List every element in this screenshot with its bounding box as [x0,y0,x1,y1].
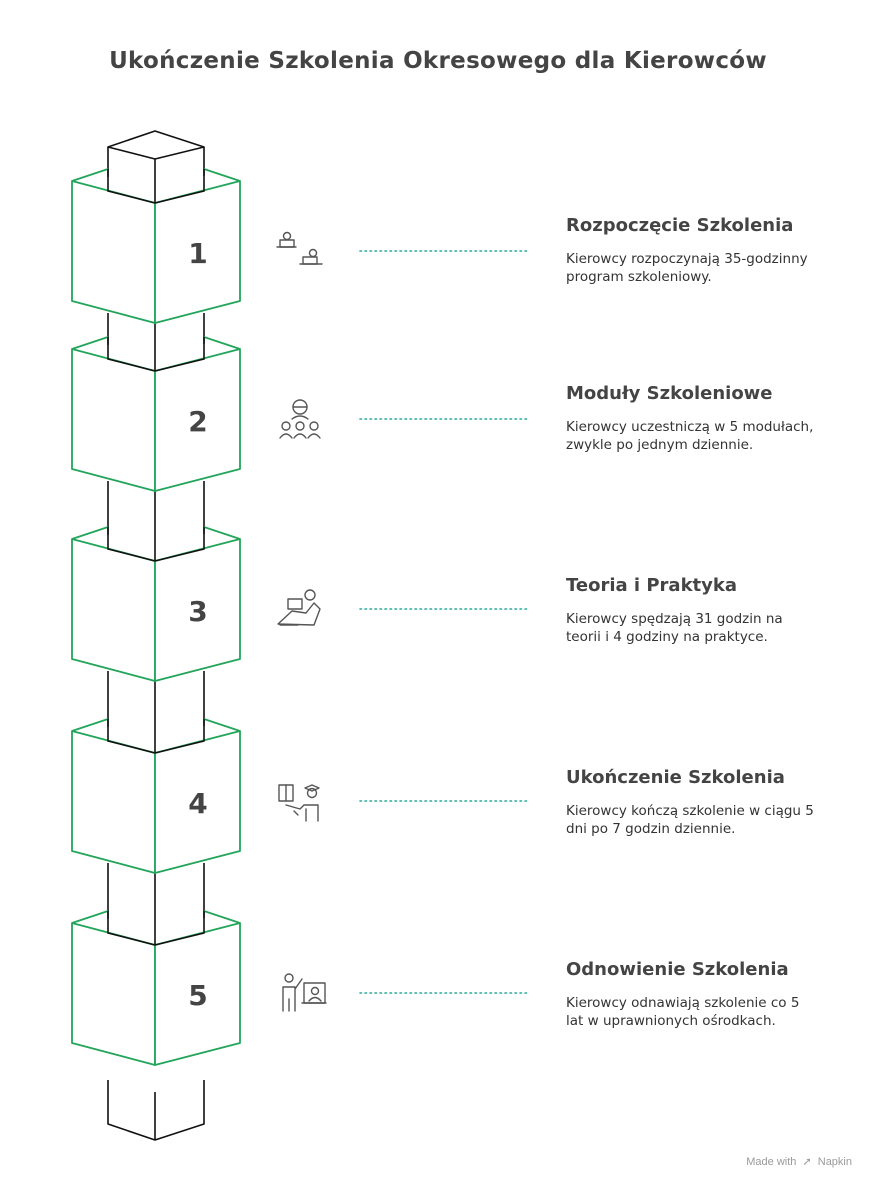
step-description-5: Kierowcy odnawiają szkolenie co 5 lat w … [566,995,800,1029]
step-number: 3 [188,595,207,628]
page-title: Ukończenie Szkolenia Okresowego dla Kier… [109,48,767,74]
step-number: 5 [188,979,207,1012]
step-title-1: Rozpoczęcie Szkolenia [566,215,794,236]
online-training-icon [276,231,323,265]
step-number: 4 [188,787,207,820]
step-cube-5: 5 [71,910,241,1066]
group-training-icon [279,399,321,439]
step-description-2: Kierowcy uczestniczą w 5 modułach, zwykl… [566,419,814,453]
footer-brand: Napkin [817,1156,852,1168]
step-description-4: Kierowcy kończą szkolenie w ciągu 5 dni … [566,803,814,837]
step-title-4: Ukończenie Szkolenia [566,767,785,788]
step-cube-2: 2 [71,336,241,492]
step-title-5: Odnowienie Szkolenia [566,959,789,980]
step-cube-4: 4 [71,718,241,874]
graduate-icon [278,784,320,822]
napkin-logo-icon: ➚ [802,1156,812,1168]
step-cube-3: 3 [71,526,241,682]
footer-prefix: Made with [746,1156,797,1168]
step-number: 2 [188,405,207,438]
step-number: 1 [188,237,207,270]
footer-credit: Made with ➚ Napkin [746,1155,852,1168]
step-title-3: Teoria i Praktyka [566,575,737,596]
step-description-1: Kierowcy rozpoczynają 35-godzinny progra… [566,251,808,285]
instructor-presentation-icon [282,973,327,1012]
reading-person-icon [277,589,321,626]
step-description-3: Kierowcy spędzają 31 godzin na teorii i … [566,611,783,645]
step-title-2: Moduły Szkoleniowe [566,383,773,404]
step-cube-1: 1 [71,168,241,324]
